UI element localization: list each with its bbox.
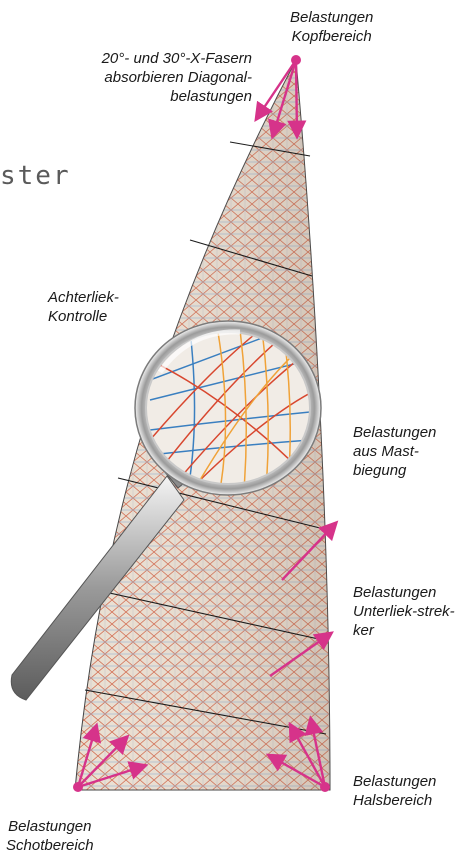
head-load-point <box>291 55 301 65</box>
label-tack-loads: Belastungen Halsbereich <box>353 772 436 810</box>
clew-load-point <box>73 782 83 792</box>
label-head-loads: Belastungen Kopfbereich <box>290 8 373 46</box>
tack-load-point <box>320 782 330 792</box>
label-foot-tension: Belastungen Unterliek-strek- ker <box>353 583 455 640</box>
label-x-fibers: 20°- und 30°-X-Fasern absorbieren Diagon… <box>80 49 252 106</box>
brand-text-fragment: ster <box>0 161 71 191</box>
label-clew-loads: Belastungen Schotbereich <box>6 817 94 855</box>
label-mast-bend: Belastungen aus Mast- biegung <box>353 423 436 480</box>
label-leech-control: Achterliek- Kontrolle <box>48 288 119 326</box>
